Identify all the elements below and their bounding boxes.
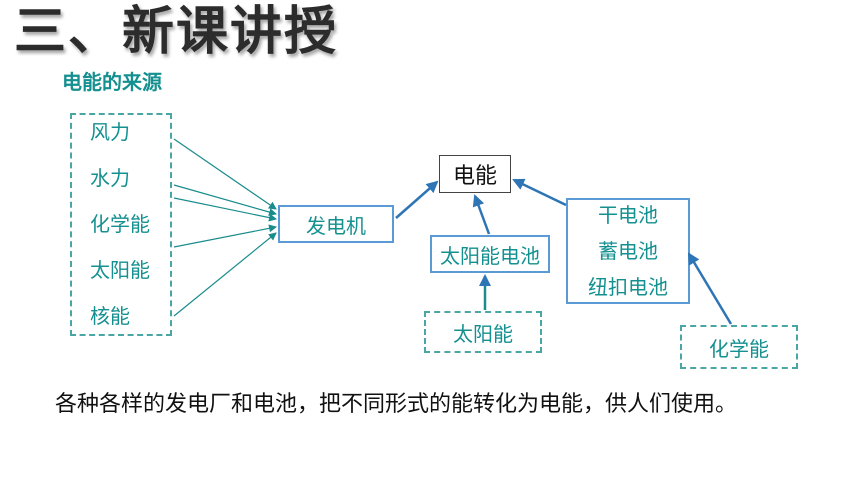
battery-button-cell: 纽扣电池 [588, 275, 668, 299]
solar-energy-box: 太阳能 [424, 311, 542, 353]
electricity-box: 电能 [439, 155, 511, 193]
generator-box: 发电机 [278, 205, 394, 243]
page-title: 三、新课讲授 [14, 2, 339, 62]
arrow-generator-to-electricity [395, 180, 439, 219]
summary-caption: 各种各样的发电厂和电池，把不同形式的能转化为电能，供人们使用。 [55, 392, 738, 417]
source-wind: 风力 [90, 120, 130, 144]
source-solar: 太阳能 [90, 258, 150, 282]
source-nuclear: 核能 [90, 304, 130, 328]
arrow-chemical-to-generator [173, 197, 277, 222]
arrow-batteries-to-electricity [512, 178, 567, 207]
section-subtitle: 电能的来源 [62, 70, 162, 94]
arrow-chemical-to-batteries [687, 252, 733, 325]
battery-storage: 蓄电池 [598, 239, 658, 263]
source-water: 水力 [90, 166, 130, 190]
arrow-solar-to-generator [173, 224, 277, 248]
source-chemical: 化学能 [90, 212, 150, 236]
solar-cell-box: 太阳能电池 [430, 235, 550, 273]
battery-dry-cell: 干电池 [598, 203, 658, 227]
batteries-box: 干电池 蓄电池 纽扣电池 [566, 198, 690, 304]
arrow-solarcell-to-electricity [472, 194, 491, 235]
chemical-energy-box: 化学能 [680, 325, 798, 369]
energy-sources-box: 风力 水力 化学能 太阳能 核能 [70, 113, 172, 336]
arrow-wind-to-generator [173, 138, 277, 210]
arrow-water-to-generator [173, 184, 277, 216]
arrow-nuclear-to-generator [173, 232, 277, 317]
